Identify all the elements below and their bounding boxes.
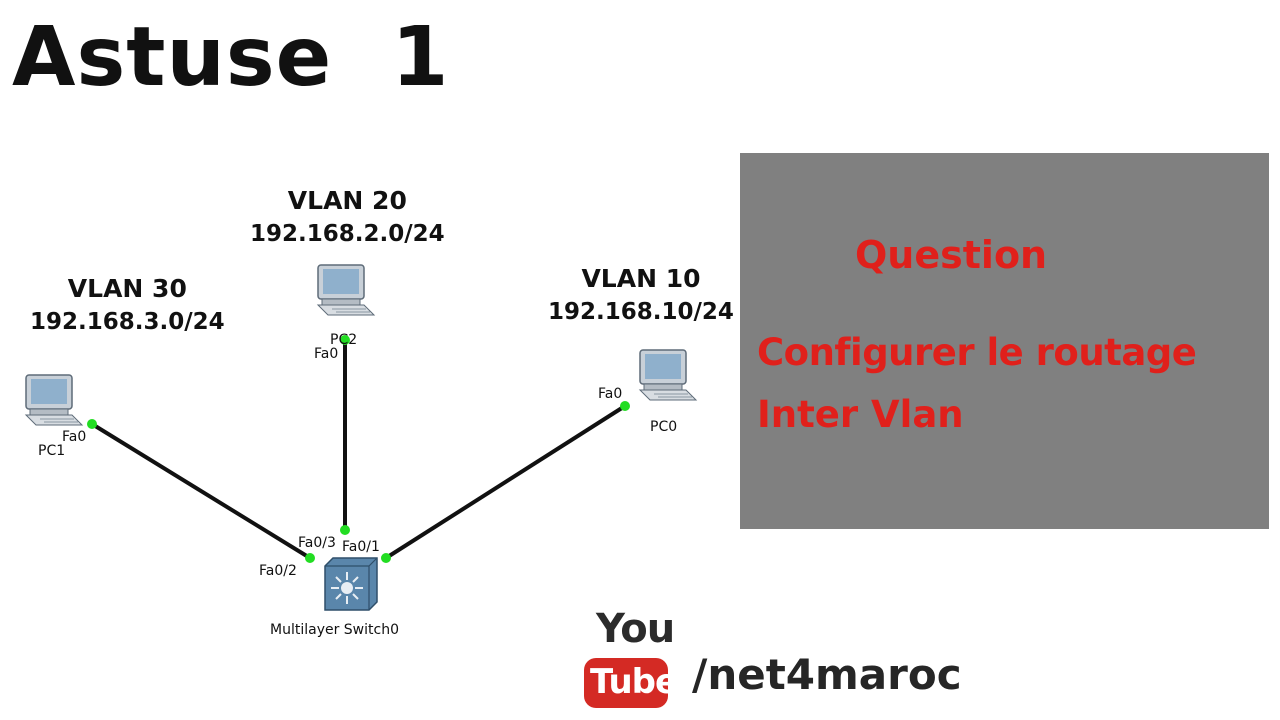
vlan10-label: VLAN 10 192.168.10/24 [548,262,734,328]
vlan30-name: VLAN 30 [67,274,187,303]
switch-port-fa0-2: Fa0/2 [259,563,297,579]
question-line-1: Configurer le routage [757,331,1197,374]
switch-port-fa0-3: Fa0/3 [298,535,336,551]
youtube-tube-text: Tube [590,662,678,702]
vlan20-network: 192.168.2.0/24 [250,221,445,247]
link-dot [340,335,350,345]
youtube-tube-badge: Tube [584,658,678,708]
switch-label: Multilayer Switch0 [270,622,399,638]
youtube-logo: You Tube [584,606,678,710]
vlan20-name: VLAN 20 [287,186,407,215]
link-dot [305,553,315,563]
pc2-port-label: Fa0 [314,346,338,362]
title: Astuse 1 [12,10,450,105]
question-heading: Question [855,233,1048,277]
link-dot [381,553,391,563]
vlan10-network: 192.168.10/24 [548,299,734,325]
link-pc0-switch [384,404,627,560]
link-dot [87,419,97,429]
pc1-label: PC1 [38,443,65,459]
vlan20-label: VLAN 20 192.168.2.0/24 [250,184,445,250]
link-dot [620,401,630,411]
vlan30-label: VLAN 30 192.168.3.0/24 [30,272,225,338]
question-box: Question Configurer le routage Inter Vla… [740,153,1269,529]
question-line-2: Inter Vlan [757,393,964,436]
vlan30-network: 192.168.3.0/24 [30,309,225,335]
link-dot [340,525,350,535]
vlan10-name: VLAN 10 [581,264,701,293]
pc1-icon[interactable] [25,374,83,426]
multilayer-switch-icon[interactable] [324,557,378,611]
youtube-you-text: You [596,606,675,652]
pc0-label: PC0 [650,419,677,435]
link-pc1-switch [90,422,312,560]
pc2-icon[interactable] [317,264,375,316]
pc1-port-label: Fa0 [62,429,86,445]
switch-port-fa0-1: Fa0/1 [342,539,380,555]
network-diagram: Fa0 PC2 Fa0 PC1 Fa0 PC0 Fa0/2 Fa0/3 Fa0/… [25,264,697,638]
pc0-port-label: Fa0 [598,386,622,402]
channel-handle[interactable]: /net4maroc [692,650,962,699]
pc0-icon[interactable] [639,349,697,401]
pc2-label: PC2 [330,332,357,348]
